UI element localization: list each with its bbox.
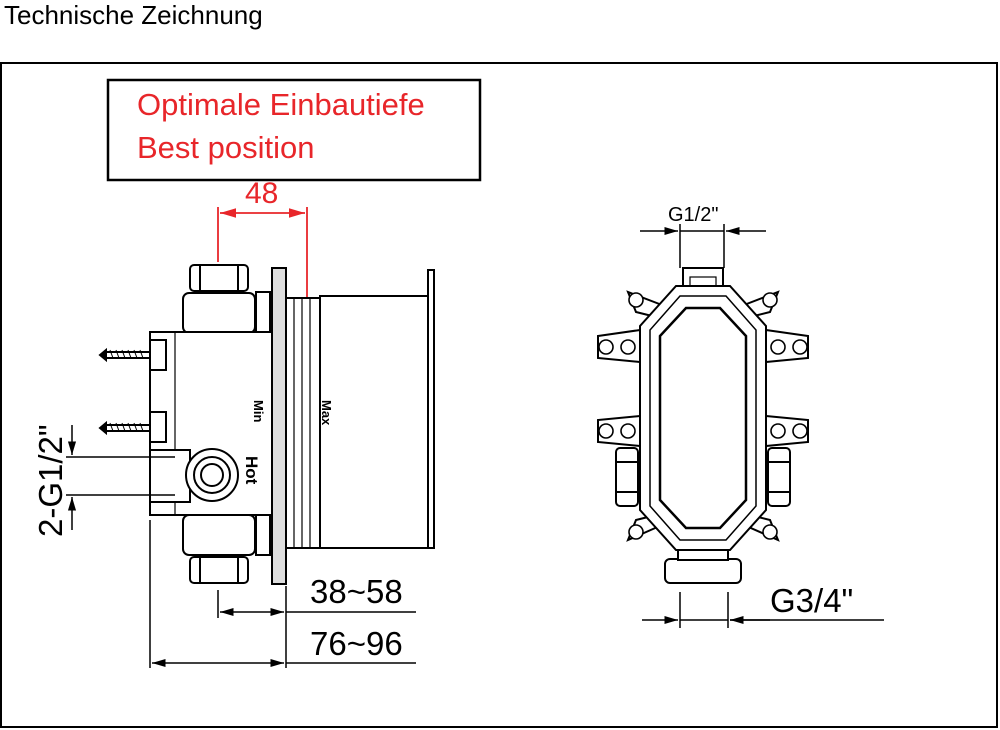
dimension-g34-label: G3/4" [770, 582, 853, 619]
dimension-g34 [642, 592, 884, 628]
min-label: Min [251, 400, 266, 422]
cover-box [319, 295, 429, 549]
top-nut [189, 264, 249, 292]
dimension-38-58-label: 38~58 [310, 573, 403, 610]
note-english: Best position [137, 130, 315, 165]
dimension-g12-top [640, 224, 766, 268]
note-german: Optimale Einbautiefe [137, 87, 425, 122]
mounting-screw-lower [98, 411, 167, 443]
hot-label: Hot [242, 456, 261, 485]
dimension-depths [149, 520, 416, 668]
dimension-48-label: 48 [245, 177, 278, 210]
side-view [98, 264, 435, 585]
inner-octagon [658, 306, 748, 530]
dimension-inlets [66, 425, 175, 530]
dimension-inlets-label: 2-G1/2" [32, 424, 69, 537]
mounting-plate [271, 267, 287, 585]
max-label: Max [319, 400, 334, 426]
front-view [597, 267, 809, 584]
mounting-holes [598, 292, 808, 540]
bottom-nut [189, 556, 249, 584]
mounting-screw-upper [98, 339, 167, 371]
drawing-frame [0, 62, 998, 728]
depth-note-box: Optimale Einbautiefe Best position [106, 78, 482, 182]
bottom-outlet-nut [664, 558, 742, 584]
page-title: Technische Zeichnung [4, 0, 263, 30]
dimension-48 [217, 207, 308, 298]
dimension-g12-top-label: G1/2" [668, 204, 718, 226]
dimension-76-96-label: 76~96 [310, 625, 403, 662]
